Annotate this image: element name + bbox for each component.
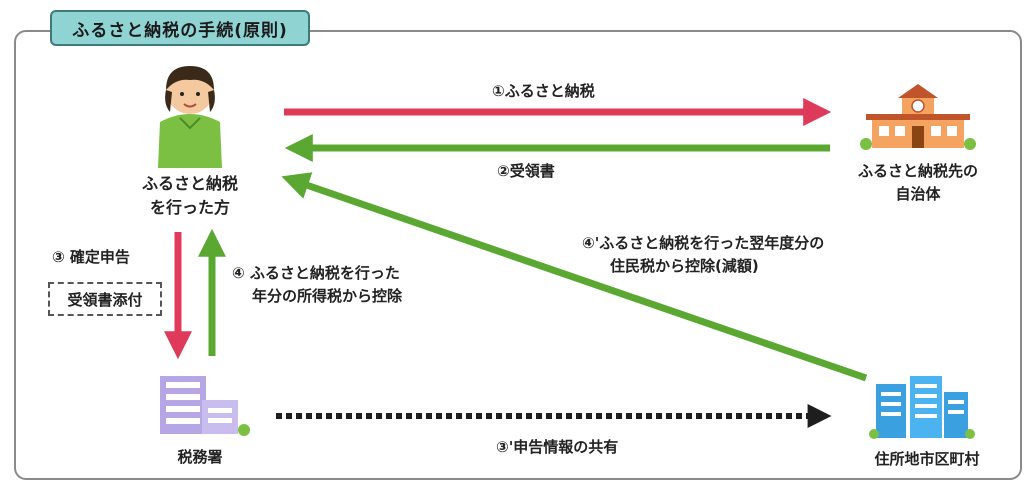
resident-tax-deduction-line2: 住民税から控除(減額) [610, 256, 759, 275]
city-office-building-icon [869, 376, 975, 439]
income-tax-deduction-line1: ④ ふるさと納税を行った [232, 264, 400, 282]
income-tax-deduction-line2: 年分の所得税から控除 [252, 286, 403, 305]
municipality-building-icon [860, 84, 976, 150]
municipality-label-line1: ふるさと納税先の [857, 162, 978, 180]
income-tax-deduction-label: ④ ふるさと納税を行った 年分の所得税から控除 [232, 262, 402, 307]
donation-label: ①ふるさと納税 [492, 82, 595, 100]
diagram-title: ふるさと納税の手続(原則) [50, 10, 310, 46]
diagram-frame [14, 30, 1022, 480]
person-icon [158, 66, 222, 168]
municipality-label-line2: 自治体 [895, 184, 941, 203]
info-share-label: ③'申告情報の共有 [496, 438, 619, 456]
resident-tax-deduction-arrow [281, 172, 868, 382]
tax-office-building-icon [160, 376, 250, 436]
tax-return-label: ③ 確定申告 [52, 248, 130, 266]
resident-tax-deduction-line1: ④'ふるさと納税を行った翌年度分の [582, 234, 825, 252]
donor-label-line1: ふるさと納税 [141, 174, 238, 193]
municipality-label: ふるさと納税先の 自治体 [838, 160, 998, 205]
receipt-label: ②受領書 [497, 162, 555, 180]
resident-tax-deduction-label: ④'ふるさと納税を行った翌年度分の 住民税から控除(減額) [582, 232, 824, 277]
tax-office-label: 税務署 [177, 448, 223, 466]
city-office-label: 住所地市区町村 [874, 450, 980, 468]
receipt-attached-box: 受領書添付 [48, 282, 162, 316]
donor-label: ふるさと納税 を行った方 [118, 172, 262, 220]
donor-label-line2: を行った方 [149, 198, 230, 217]
